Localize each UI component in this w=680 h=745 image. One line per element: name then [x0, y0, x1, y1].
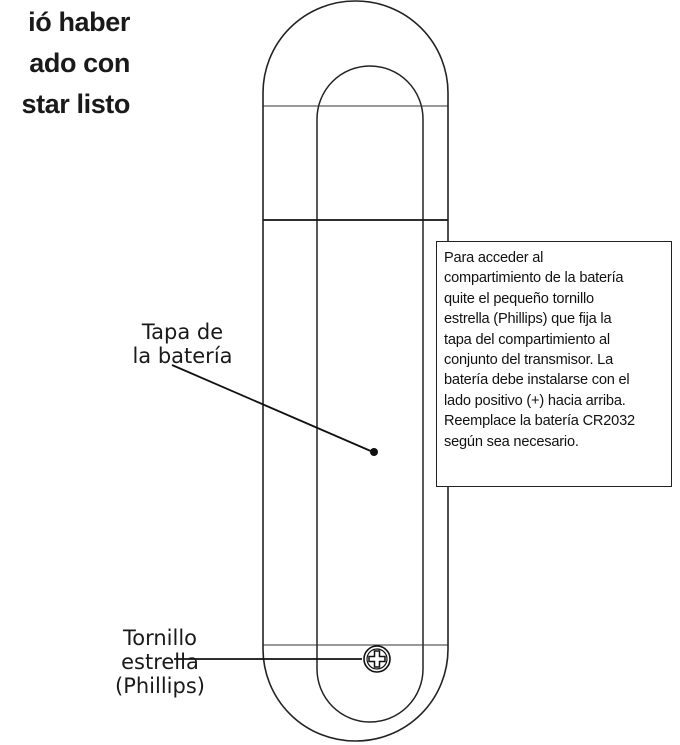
phillips-screw-icon	[363, 645, 391, 673]
battery-cover-label-line-2: la batería	[132, 344, 233, 368]
info-line-9: Reemplace la batería CR2032	[444, 413, 635, 430]
heading-line-1: ió haber	[28, 7, 130, 37]
battery-instructions-box: Para acceder al compartimiento de la bat…	[436, 241, 672, 487]
info-line-3: quite el pequeño tornillo	[444, 290, 594, 307]
info-line-6: conjunto del transmisor. La	[444, 352, 614, 369]
info-line-4: estrella (Phillips) que fija la	[444, 311, 612, 328]
info-line-2: compartimiento de la batería	[444, 270, 624, 287]
battery-cover-leader-dot	[370, 448, 378, 456]
cropped-heading: ió haber ado con star listo	[0, 2, 130, 125]
screw-label-line-2: estrella	[121, 650, 199, 674]
battery-cover	[316, 65, 424, 723]
battery-cover-leader-line	[171, 364, 374, 453]
info-line-10: según sea necesario.	[444, 433, 579, 450]
info-line-7: batería debe instalarse con el	[444, 372, 630, 389]
screw-label-line-3: (Phillips)	[115, 674, 205, 698]
screw-label: Tornillo estrella (Phillips)	[95, 626, 225, 698]
screw-label-line-1: Tornillo	[122, 626, 198, 650]
info-line-1: Para acceder al	[444, 250, 544, 266]
info-line-5: tapa del compartimiento al	[444, 331, 610, 348]
heading-line-2: ado con	[29, 48, 130, 78]
battery-cover-label: Tapa de la batería	[110, 320, 255, 368]
heading-line-3: star listo	[21, 89, 130, 119]
battery-cover-label-line-1: Tapa de	[141, 320, 224, 344]
info-line-8: lado positivo (+) hacia arriba.	[444, 392, 626, 409]
